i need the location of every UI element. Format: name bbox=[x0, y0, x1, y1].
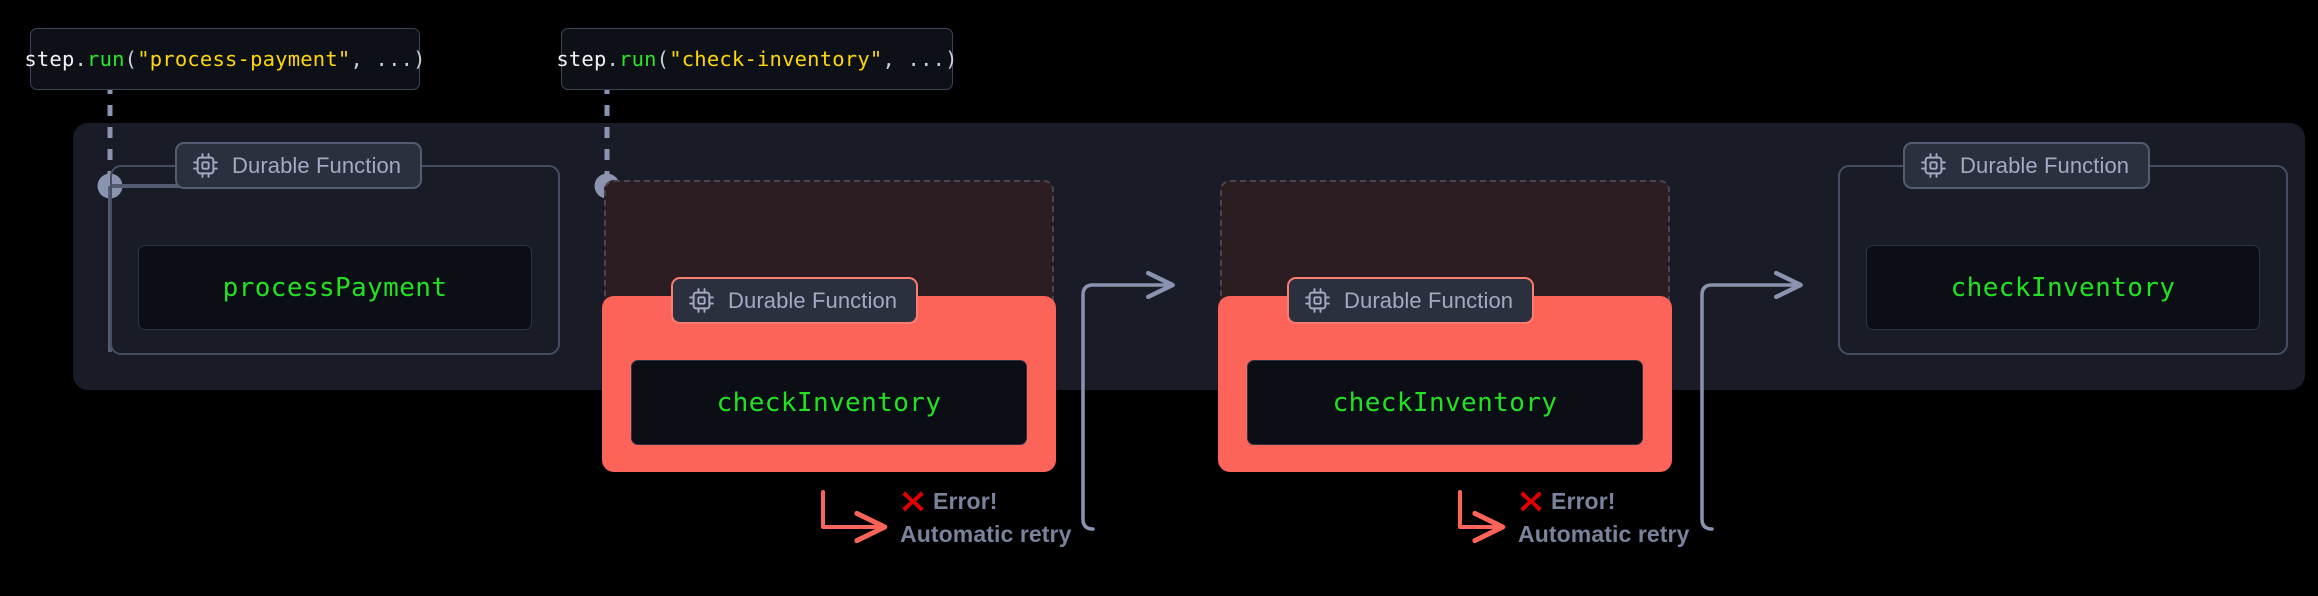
error-elbow-arrow-1 bbox=[821, 490, 884, 527]
code-token: ( bbox=[656, 47, 670, 71]
error-elbow-arrow-2 bbox=[1458, 490, 1502, 527]
cpu-chip-icon bbox=[193, 153, 218, 178]
error-title: Error! bbox=[933, 487, 998, 514]
code-token: run bbox=[619, 47, 657, 71]
function-name: checkInventory bbox=[1332, 387, 1558, 418]
code-token: step bbox=[556, 47, 607, 71]
durable-function-chip[interactable]: Durable Function bbox=[1903, 142, 2151, 189]
function-code-card[interactable]: checkInventory bbox=[1866, 245, 2260, 330]
code-token: , ...) bbox=[350, 47, 426, 71]
step-block-check-inventory-attempt-2[interactable]: Durable Function checkInventory bbox=[1218, 180, 1672, 472]
chip-label: Durable Function bbox=[1960, 152, 2130, 178]
error-subtitle: Automatic retry bbox=[1518, 521, 1690, 547]
durable-function-chip[interactable]: Durable Function bbox=[1287, 277, 1535, 324]
red-x-icon bbox=[1520, 491, 1542, 512]
error-title-row: Error! bbox=[900, 488, 1071, 514]
error-title-row: Error! bbox=[1518, 488, 1689, 514]
durable-function-chip[interactable]: Durable Function bbox=[175, 142, 423, 189]
function-code-card[interactable]: checkInventory bbox=[631, 360, 1027, 445]
function-code-card[interactable]: processPayment bbox=[138, 245, 532, 330]
chip-label: Durable Function bbox=[232, 152, 402, 178]
code-label-check-inventory[interactable]: step.run("check-inventory", ...) bbox=[556, 28, 958, 90]
code-token: step bbox=[24, 47, 75, 71]
error-note-2: Error! Automatic retry bbox=[1518, 488, 1689, 546]
code-token: "check-inventory" bbox=[669, 47, 883, 71]
step-block-check-inventory-attempt-1[interactable]: Durable Function checkInventory bbox=[602, 180, 1056, 472]
code-token: run bbox=[87, 47, 125, 71]
function-name: checkInventory bbox=[716, 387, 942, 418]
code-label-process-payment[interactable]: step.run("process-payment", ...) bbox=[24, 28, 426, 90]
step-block-check-inventory-success[interactable]: Durable Function checkInventory bbox=[1838, 142, 2288, 355]
error-subtitle: Automatic retry bbox=[900, 521, 1072, 547]
code-token: "process-payment" bbox=[137, 47, 351, 71]
durable-function-chip[interactable]: Durable Function bbox=[671, 277, 919, 324]
cpu-chip-icon bbox=[1921, 153, 1946, 178]
step-block-process-payment[interactable]: Durable Function processPayment bbox=[110, 142, 560, 355]
code-token: . bbox=[606, 47, 620, 71]
code-token: , ...) bbox=[882, 47, 958, 71]
error-title: Error! bbox=[1551, 487, 1616, 514]
red-x-icon bbox=[902, 491, 924, 512]
cpu-chip-icon bbox=[689, 288, 714, 313]
chip-label: Durable Function bbox=[728, 287, 898, 313]
chip-label: Durable Function bbox=[1344, 287, 1514, 313]
code-token: . bbox=[74, 47, 88, 71]
function-name: checkInventory bbox=[1950, 272, 2176, 303]
function-code-card[interactable]: checkInventory bbox=[1247, 360, 1643, 445]
code-token: ( bbox=[124, 47, 138, 71]
function-name: processPayment bbox=[222, 272, 448, 303]
cpu-chip-icon bbox=[1305, 288, 1330, 313]
error-note-1: Error! Automatic retry bbox=[900, 488, 1071, 546]
